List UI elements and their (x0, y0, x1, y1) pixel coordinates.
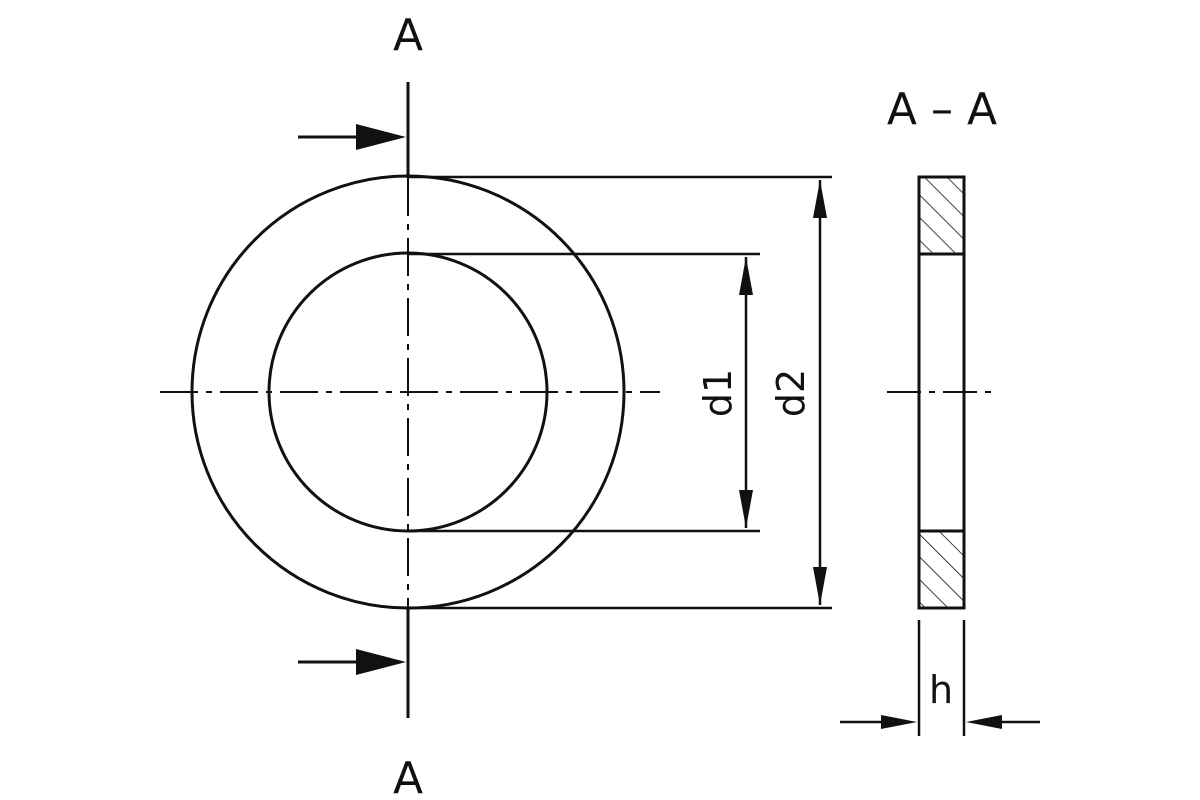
hatched-region-bottom (920, 531, 963, 607)
d1-arrow-bottom (739, 490, 753, 528)
section-arrow-bottom (298, 649, 406, 675)
d2-arrow-top (813, 180, 827, 218)
h-label: h (929, 668, 953, 712)
dimension-h: h (840, 620, 1040, 736)
d1-label: d1 (696, 369, 740, 417)
section-view-title: A – A (887, 84, 997, 135)
hatched-region-top (920, 178, 963, 254)
section-label-top: A (393, 10, 423, 61)
dimension-d1: d1 (408, 252, 760, 533)
section-arrow-top (298, 124, 406, 150)
section-view: A – A (887, 84, 997, 610)
h-arrow-left-head (881, 715, 917, 729)
d1-arrow-top (739, 257, 753, 295)
dimension-d2: d2 (408, 175, 832, 610)
d2-label: d2 (769, 369, 813, 417)
section-label-bottom: A (393, 753, 423, 800)
d2-arrow-bottom (813, 567, 827, 605)
h-arrow-right-head (966, 715, 1002, 729)
front-view: A A (160, 10, 660, 800)
